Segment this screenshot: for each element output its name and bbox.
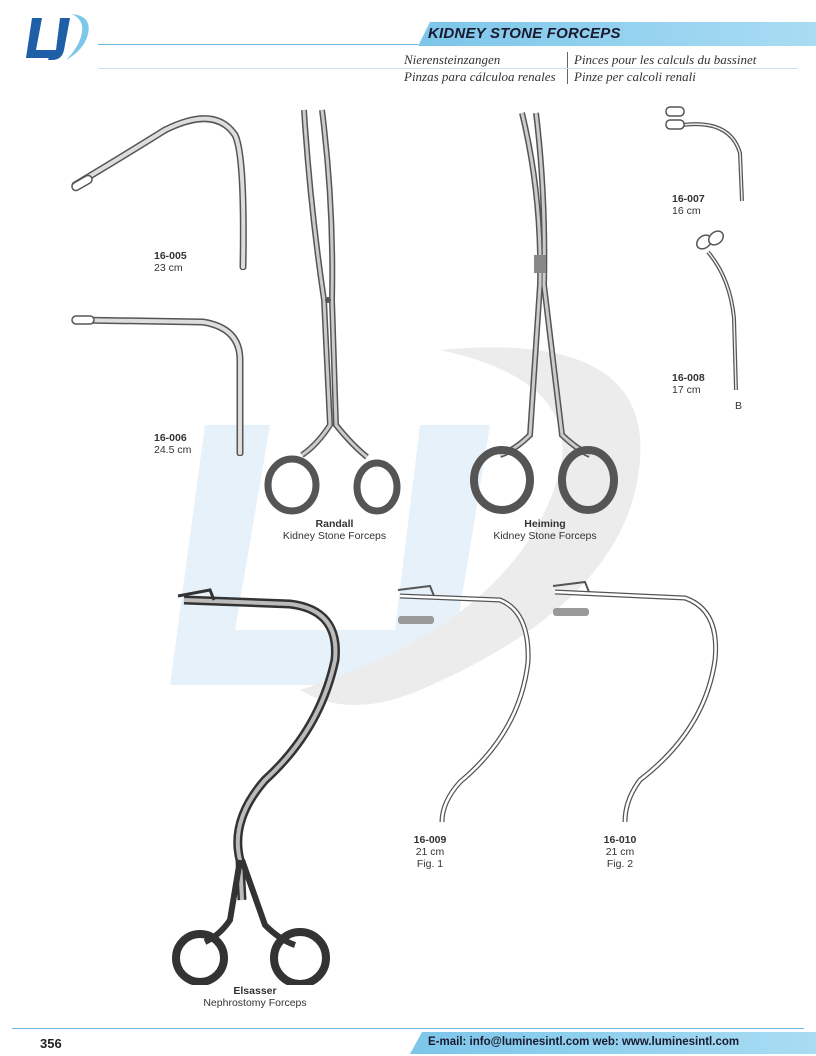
header-rule xyxy=(98,44,418,45)
product-figure: Fig. 1 xyxy=(416,858,444,870)
product-16-006: 16-006 24.5 cm xyxy=(154,432,191,456)
title-bar xyxy=(418,22,816,46)
instrument-randall-label: Randall Kidney Stone Forceps xyxy=(262,518,407,542)
header-rule-secondary xyxy=(98,68,798,69)
product-16-005: 16-005 23 cm xyxy=(154,250,187,274)
product-16-007: 16-007 16 cm xyxy=(672,193,705,217)
product-code: 16-006 xyxy=(154,432,187,444)
instrument-16-008-image xyxy=(696,230,738,391)
product-size: 21 cm xyxy=(415,846,445,858)
instrument-name: Randall xyxy=(315,518,354,530)
instrument-name: Elsasser xyxy=(233,985,277,997)
footer-contact: E-mail: info@luminesintl.com web: www.lu… xyxy=(428,1036,740,1048)
product-16-010: 16-010 21 cm Fig. 2 xyxy=(585,834,655,870)
product-figure: Fig. 2 xyxy=(606,858,634,870)
translation-spanish: Pinzas para cálculoa renales xyxy=(404,69,556,84)
product-size: 17 cm xyxy=(672,384,701,396)
product-16-009: 16-009 21 cm Fig. 1 xyxy=(395,834,465,870)
instrument-heiming-image xyxy=(470,112,618,514)
product-16-008: 16-008 17 cm xyxy=(672,372,705,396)
footer-bar xyxy=(410,1032,816,1054)
translation-italian: Pinze per calcoli renali xyxy=(574,69,696,84)
instrument-randall-image xyxy=(264,109,401,515)
product-code: 16-005 xyxy=(154,250,187,262)
page-number: 356 xyxy=(40,1036,62,1051)
instrument-desc: Nephrostomy Forceps xyxy=(203,997,307,1009)
product-size: 16 cm xyxy=(672,205,701,217)
instrument-heiming-label: Heiming Kidney Stone Forceps xyxy=(470,518,620,542)
footer-rule xyxy=(12,1028,804,1029)
page-title: KIDNEY STONE FORCEPS xyxy=(428,25,621,42)
product-size: 23 cm xyxy=(154,262,183,274)
instrument-16-005-image xyxy=(71,115,247,270)
instrument-16-007-image xyxy=(665,106,744,202)
instrument-desc: Kidney Stone Forceps xyxy=(493,530,597,542)
instrument-16-006-image xyxy=(71,315,244,456)
instrument-16-009-image xyxy=(397,584,531,823)
product-size: 21 cm xyxy=(605,846,635,858)
translation-french: Pinces pour les calculs du bassinet xyxy=(574,52,757,67)
product-code: 16-007 xyxy=(672,193,705,205)
product-16-008-variant: B xyxy=(735,400,743,412)
translation-german: Nierensteinzangen xyxy=(404,52,501,67)
instrument-name: Heiming xyxy=(524,518,566,530)
product-code: 16-010 xyxy=(603,834,637,846)
instrument-16-010-image xyxy=(552,580,719,823)
product-code: 16-008 xyxy=(672,372,705,384)
instrument-elsasser-label: Elsasser Nephrostomy Forceps xyxy=(180,985,330,1009)
product-size: 24.5 cm xyxy=(154,444,192,456)
lj-logo xyxy=(26,14,89,60)
product-code: 16-009 xyxy=(413,834,447,846)
instrument-desc: Kidney Stone Forceps xyxy=(282,530,387,542)
instrument-elsasser-image xyxy=(172,588,340,985)
